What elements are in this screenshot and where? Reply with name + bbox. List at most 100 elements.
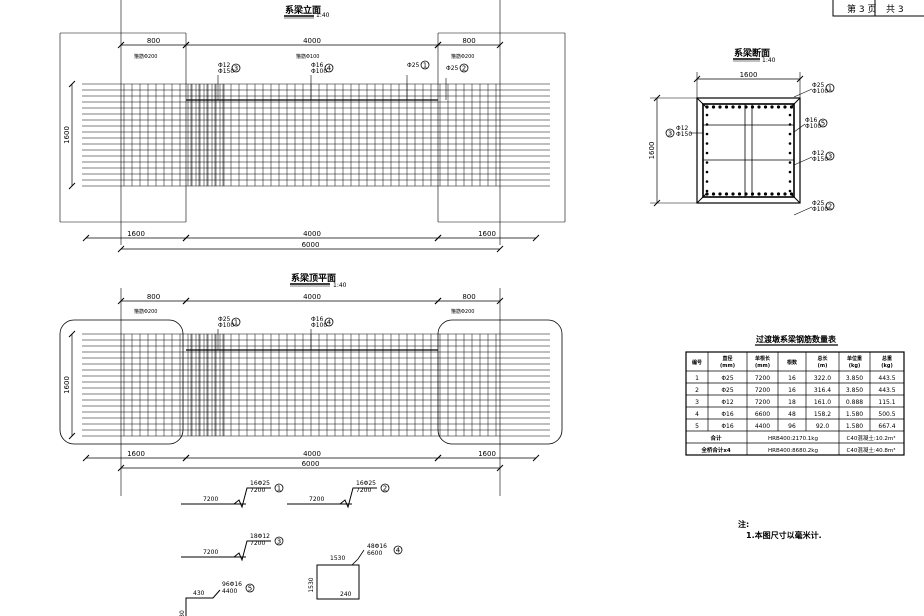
rebar-dot xyxy=(724,105,729,109)
rebar-dot xyxy=(724,192,729,196)
section-tag-2-top: Φ12 xyxy=(676,125,689,132)
table-cell-3-4: 158.2 xyxy=(814,411,831,418)
rebar-dot xyxy=(705,113,709,117)
corner xyxy=(790,97,801,108)
elev-tag-1-bottom: Φ100 xyxy=(311,68,327,75)
table-cell-0-2: 7200 xyxy=(755,375,770,382)
bar-3-circle xyxy=(274,536,284,546)
notes-line-1: 1.本图尺寸以毫米计. xyxy=(746,530,822,540)
section-stirrup xyxy=(702,103,795,198)
section-dim-width-text: 1600 xyxy=(740,71,758,79)
table-cell-1-2: 7200 xyxy=(755,387,770,394)
sheet-label: 第 3 页 共 3 xyxy=(832,0,924,17)
plan-dim-height-text: 1600 xyxy=(63,376,71,394)
table-cell-3-6: 500.5 xyxy=(878,411,895,418)
elev-dim-b-mid-text: 4000 xyxy=(303,230,321,238)
rebar-dot xyxy=(788,161,792,164)
bar-5-shape xyxy=(185,589,221,616)
elev-stirrup-left: 箍筋Φ200 xyxy=(134,53,157,60)
bar-1-circle xyxy=(274,483,284,493)
elev-tag-1-number: 4 xyxy=(327,65,332,73)
table-cell-0-6: 443.5 xyxy=(878,375,895,382)
elev-dim-right-text: 800 xyxy=(462,37,475,45)
elevation-title: 系梁立面 xyxy=(285,4,321,16)
table-cell-2-3: 18 xyxy=(788,399,796,406)
rebar-dot xyxy=(750,192,755,196)
rebar-dot xyxy=(718,192,722,196)
table-header-0: 编号 xyxy=(692,359,702,366)
corner xyxy=(696,97,707,108)
plan-dim-mid-text: 4000 xyxy=(303,293,321,301)
dim-tick xyxy=(653,94,661,102)
bar-5-circle xyxy=(245,583,255,593)
dim-tick xyxy=(532,234,540,242)
table-cell-1-1: Φ25 xyxy=(721,387,734,394)
bar-2-qty: 16Φ25 xyxy=(356,480,376,487)
elev-tag-0-top: Φ12 xyxy=(218,62,231,69)
bar-1-length: 7200 xyxy=(203,496,218,503)
bar-3-total: 7200 xyxy=(250,540,265,547)
dim-tick xyxy=(434,234,442,242)
table-cell-4-1: Φ16 xyxy=(721,423,734,430)
dim-tick xyxy=(693,75,701,83)
section-tag-3-top: Φ12 xyxy=(812,150,825,157)
table-header-6: 总重 xyxy=(882,355,892,362)
leader xyxy=(793,123,806,133)
section-tag-0-number: 1 xyxy=(828,85,832,93)
dim-tick xyxy=(68,80,76,88)
dim-tick xyxy=(82,234,90,242)
bar-hook xyxy=(233,540,271,562)
leader xyxy=(793,88,813,98)
bar-4-foot: 240 xyxy=(340,591,352,598)
dim-tick xyxy=(434,41,442,49)
bar-4-circle xyxy=(393,545,403,555)
bar-1-total: 7200 xyxy=(250,487,265,494)
dim-tick xyxy=(434,297,442,305)
table-grand-steel: HRB400:8680.2kg xyxy=(768,448,818,454)
rebar-dot xyxy=(789,192,794,196)
dim-tick xyxy=(496,41,504,49)
bar-4-hook xyxy=(351,549,365,566)
bar-4-total: 6600 xyxy=(367,550,382,557)
table-cell-2-5: 0.888 xyxy=(846,399,863,406)
dim-tick xyxy=(496,464,504,472)
elev-tag-2-top: Φ25 xyxy=(407,62,420,69)
plan-stirrup-left: 箍筋Φ200 xyxy=(134,308,157,315)
plan-dim-left-text: 800 xyxy=(147,293,160,301)
dim-tick xyxy=(68,432,76,440)
table-cell-2-2: 7200 xyxy=(755,399,770,406)
section-scale: 1:40 xyxy=(762,57,776,64)
table-cell-3-0: 4 xyxy=(695,411,699,418)
table-cell-4-0: 5 xyxy=(695,423,699,430)
plan-dim-b-left-text: 1600 xyxy=(127,450,145,458)
elev-tag-3-number: 2 xyxy=(462,65,466,73)
elevation-scale: 1:40 xyxy=(316,12,330,19)
table-grand-label: 全桥合计x4 xyxy=(700,446,731,454)
rebar-dot xyxy=(705,142,709,145)
rebar-dot xyxy=(776,105,781,109)
section-tag-1-top: Φ16 xyxy=(805,117,818,124)
section-tag-2-circle xyxy=(665,128,675,138)
bar-hook xyxy=(339,487,377,509)
rebar-dot xyxy=(788,142,792,145)
bar-5-side: 30 xyxy=(179,610,186,616)
table-cell-2-0: 3 xyxy=(695,399,699,406)
section-dim-height-text: 1600 xyxy=(648,142,656,160)
dim-tick xyxy=(82,454,90,462)
rebar-dot xyxy=(788,123,792,126)
bar-4-length: 1530 xyxy=(330,555,345,562)
rebar-dot xyxy=(737,192,742,196)
bar-5-qty: 96Φ16 xyxy=(222,581,242,588)
dim-tick xyxy=(532,454,540,462)
rebar-dot xyxy=(711,192,716,196)
plan-tag-1-circle xyxy=(324,317,334,327)
table-cell-2-4: 161.0 xyxy=(814,399,831,406)
plan-title: 系梁顶平面 xyxy=(291,272,336,284)
table-cell-1-0: 2 xyxy=(695,387,699,394)
table-header-5-unit: (kg) xyxy=(849,363,860,369)
plan-tag-1-number: 4 xyxy=(327,319,332,327)
table-header-2-unit: (mm) xyxy=(755,363,770,369)
